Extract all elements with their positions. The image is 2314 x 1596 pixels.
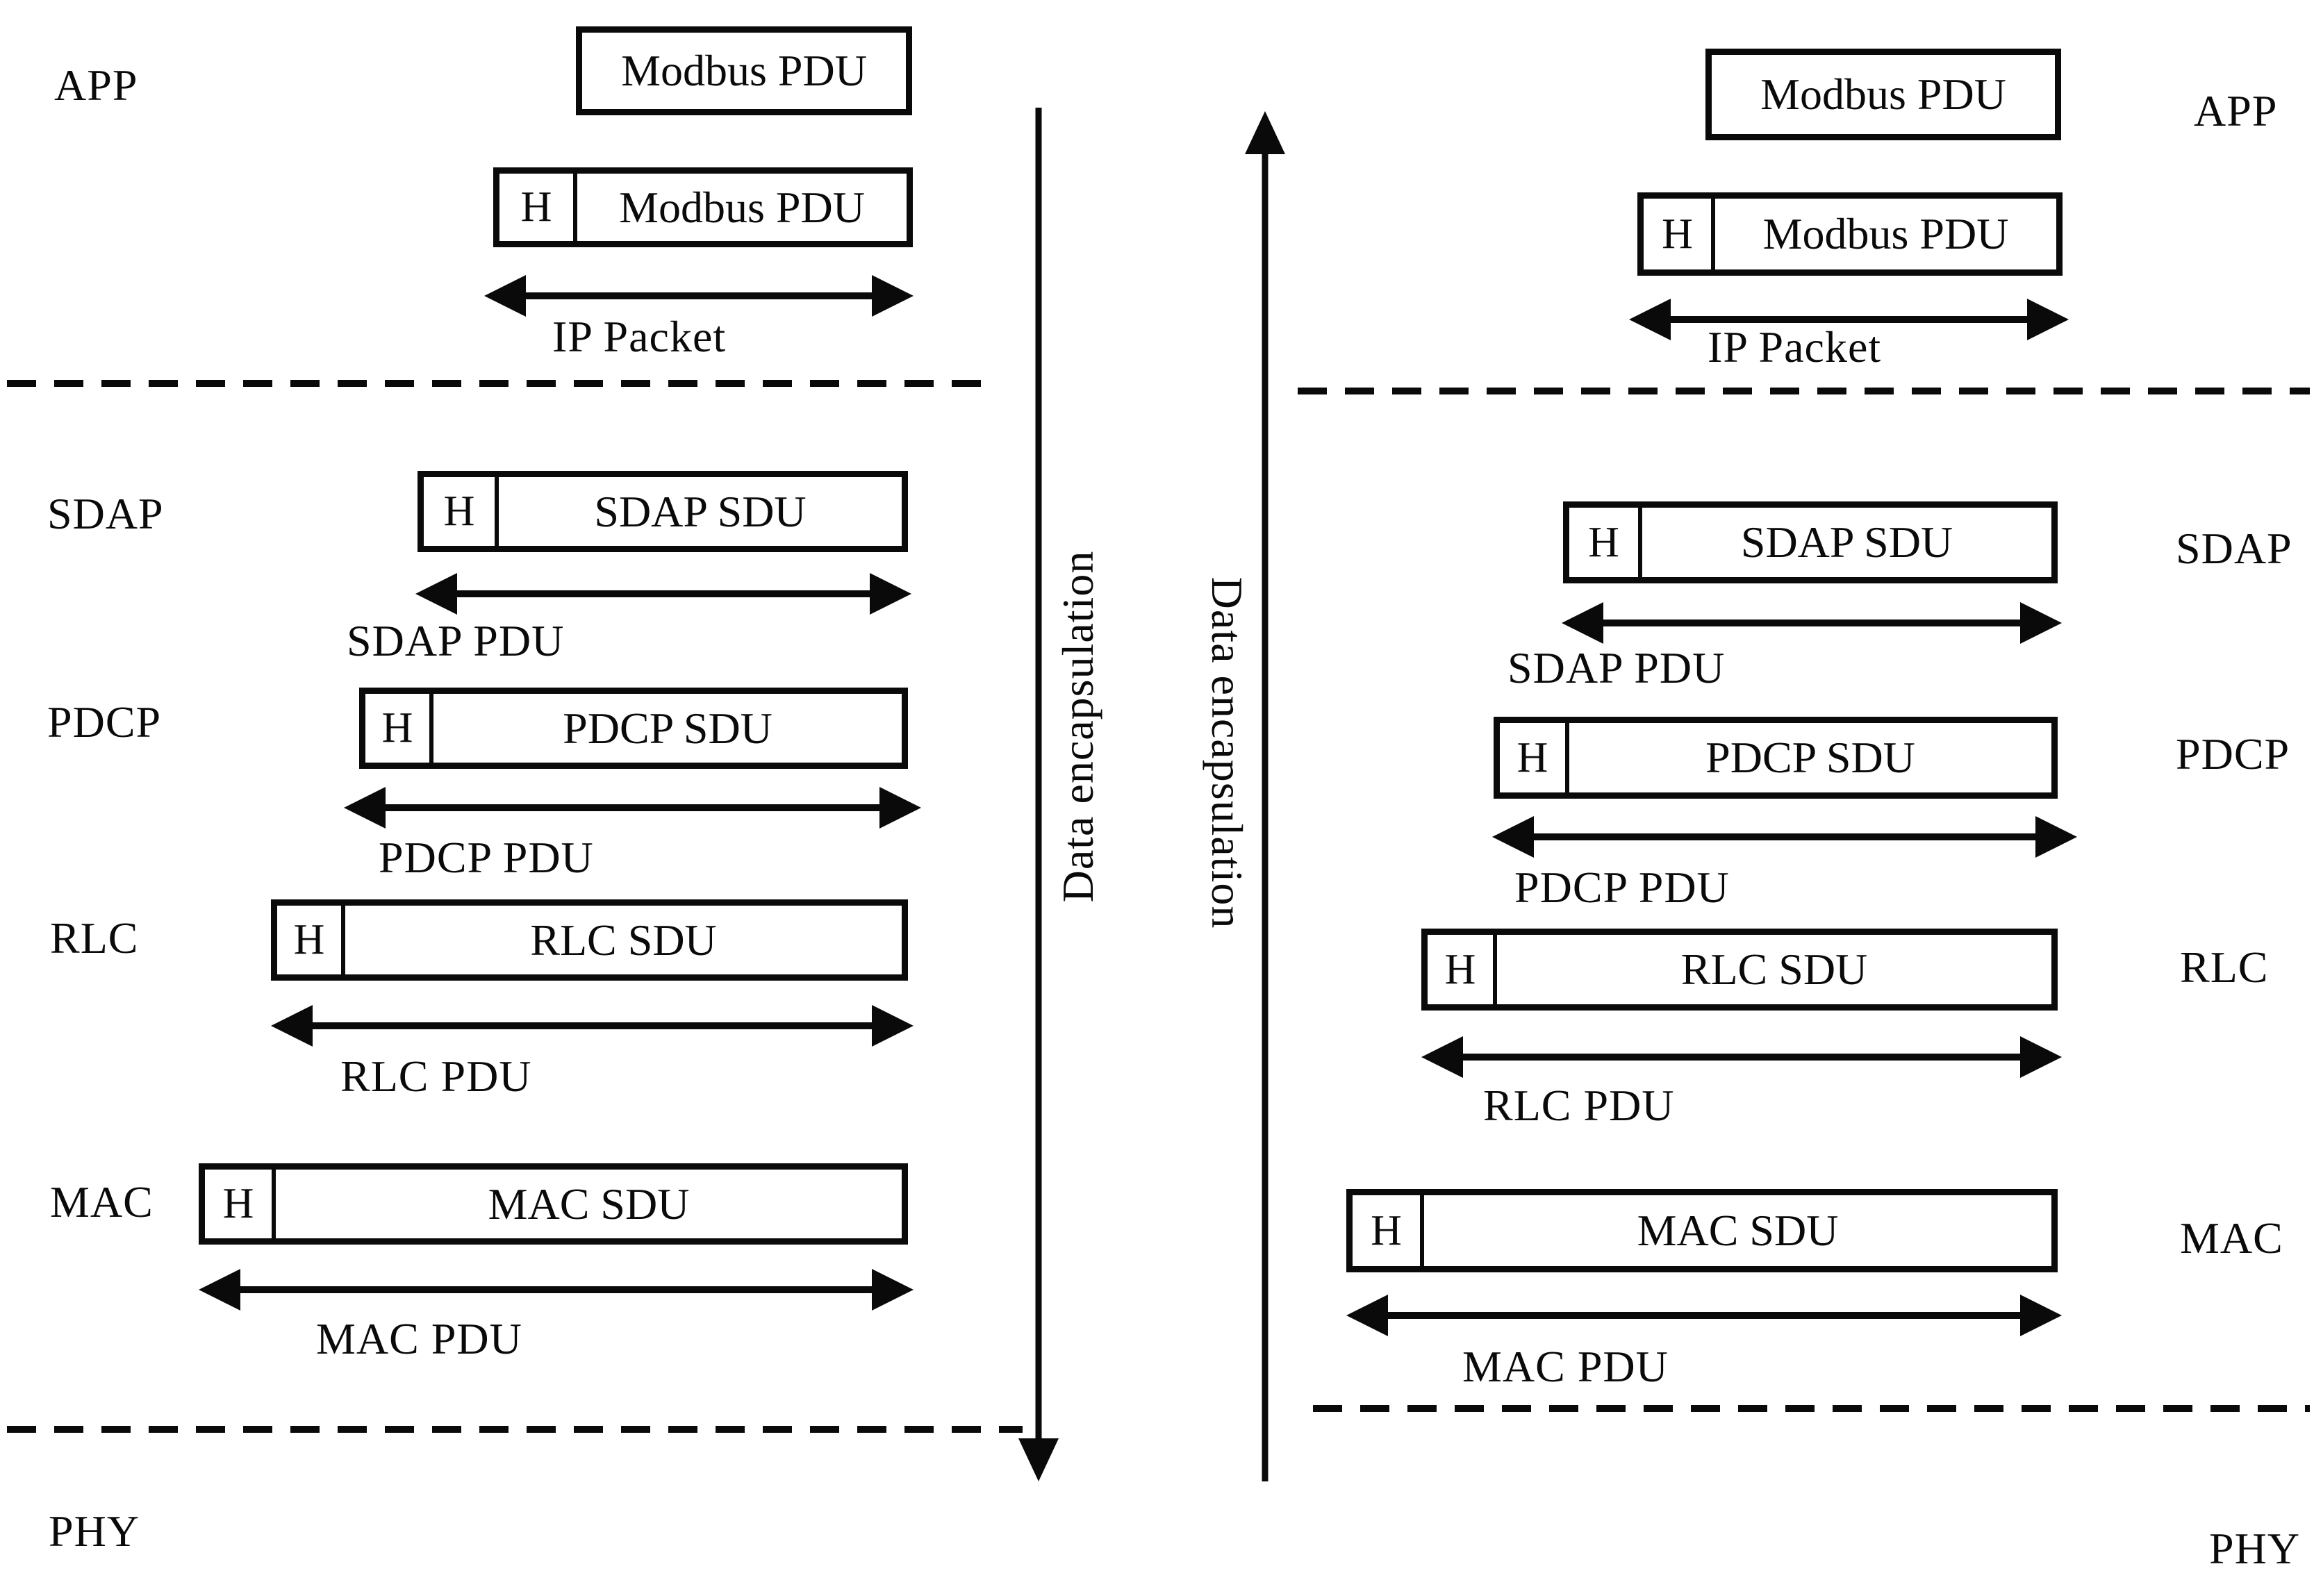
arrow-shaft: [1262, 147, 1268, 1481]
arrow-shaft: [1378, 1312, 2030, 1319]
left-modbus-pdu-box: Modbus PDU: [576, 26, 912, 115]
left-modbus-pdu-label: Modbus PDU: [621, 46, 867, 95]
left-lower-layer-separator: [7, 1426, 1023, 1433]
right-modbus-pdu-box: Modbus PDU: [1705, 49, 2061, 140]
arrowhead-right-icon: [2035, 816, 2077, 858]
right-sdap-sdu-label: SDAP SDU: [1740, 517, 1953, 567]
left-sdap-pdu-arrow: [415, 573, 911, 615]
right-ip-header-cell: H: [1644, 199, 1715, 269]
right-pdcp-sdu-label: PDCP SDU: [1705, 733, 1915, 782]
right-ip-packet-label: IP Packet: [1708, 322, 1882, 372]
arrow-shaft: [1524, 833, 2045, 840]
arrow-shaft: [231, 1286, 882, 1293]
right-sdap-pdu-arrow: [1562, 602, 2062, 644]
arrowhead-right-icon: [2020, 1036, 2062, 1078]
left-sdap-header-cell: H: [424, 477, 499, 546]
right-ip-packet-arrow: [1629, 299, 2069, 340]
arrow-shaft: [376, 804, 889, 811]
left-pdcp-pdu-label: PDCP PDU: [379, 833, 594, 882]
left-sdap-sdu-label: SDAP SDU: [594, 486, 807, 536]
right-rlc-pdu-arrow: [1421, 1036, 2062, 1078]
arrowhead-up-icon: [1245, 111, 1285, 154]
arrow-shaft: [1661, 316, 2037, 323]
arrow-shaft: [1594, 620, 2030, 626]
right-rlc-sdu-label: RLC SDU: [1680, 945, 1868, 994]
left-layer-label-app: APP: [54, 60, 138, 110]
right-mac-header-cell: H: [1353, 1195, 1424, 1266]
right-pdcp-pdu-arrow: [1492, 816, 2077, 858]
left-rlc-header-cell: H: [277, 906, 345, 974]
arrow-shaft: [516, 292, 882, 299]
right-rlc-pdu-label: RLC PDU: [1483, 1081, 1675, 1130]
right-sdap-pdu-label: SDAP PDU: [1507, 643, 1726, 692]
left-pdcp-box: H PDCP SDU: [359, 688, 908, 769]
left-mac-box: H MAC SDU: [199, 1163, 908, 1245]
arrowhead-down-icon: [1018, 1438, 1059, 1481]
arrow-shaft: [303, 1022, 882, 1029]
right-ip-modbus-pdu-label: Modbus PDU: [1762, 209, 2009, 258]
left-ip-header-box: H Modbus PDU: [493, 167, 913, 247]
arrowhead-right-icon: [870, 573, 911, 615]
right-pdcp-pdu-label: PDCP PDU: [1514, 863, 1730, 912]
left-rlc-sdu-label: RLC SDU: [530, 915, 717, 965]
right-sdap-header-cell: H: [1569, 508, 1642, 577]
left-ip-packet-arrow: [484, 275, 914, 317]
arrowhead-right-icon: [2027, 299, 2069, 340]
left-mac-sdu-label: MAC SDU: [488, 1179, 690, 1229]
left-mac-header-cell: H: [205, 1170, 276, 1238]
data-encapsulation-label-left: Data encapsulation: [1053, 550, 1102, 903]
arrowhead-right-icon: [872, 275, 914, 317]
arrowhead-right-icon: [2020, 602, 2062, 644]
right-mac-pdu-arrow: [1346, 1295, 2062, 1336]
left-sdap-pdu-label: SDAP PDU: [347, 616, 565, 665]
right-layer-label-phy: PHY: [2209, 1524, 2301, 1573]
right-mac-sdu-label: MAC SDU: [1637, 1206, 1839, 1255]
left-mac-pdu-label: MAC PDU: [316, 1314, 522, 1363]
right-modbus-pdu-label: Modbus PDU: [1760, 69, 2006, 119]
arrow-shaft: [1453, 1054, 2030, 1061]
right-sdap-box: H SDAP SDU: [1563, 501, 2058, 583]
left-rlc-pdu-arrow: [271, 1005, 914, 1047]
right-pdcp-box: H PDCP SDU: [1494, 717, 2058, 799]
right-lower-layer-separator: [1313, 1405, 2310, 1412]
right-layer-label-mac: MAC: [2180, 1213, 2283, 1263]
left-pdcp-pdu-arrow: [344, 787, 921, 829]
right-layer-label-app: APP: [2194, 86, 2278, 135]
left-ip-modbus-pdu-label: Modbus PDU: [619, 182, 865, 232]
left-rlc-box: H RLC SDU: [271, 899, 908, 981]
right-pdcp-header-cell: H: [1500, 723, 1569, 792]
data-encapsulation-label-right: Data encapsulation: [1203, 576, 1252, 929]
right-layer-label-sdap: SDAP: [2176, 524, 2292, 573]
left-ip-packet-label: IP Packet: [552, 312, 727, 361]
right-rlc-box: H RLC SDU: [1421, 929, 2058, 1011]
arrow-shaft: [447, 590, 879, 597]
left-layer-label-rlc: RLC: [50, 913, 139, 963]
left-layer-label-phy: PHY: [49, 1506, 140, 1556]
left-layer-label-pdcp: PDCP: [47, 697, 162, 747]
left-layer-label-mac: MAC: [50, 1177, 154, 1227]
right-ip-header-box: H Modbus PDU: [1637, 192, 2063, 276]
right-layer-label-rlc: RLC: [2180, 942, 2269, 992]
left-sdap-box: H SDAP SDU: [418, 471, 908, 552]
right-upper-layer-separator: [1298, 388, 2310, 394]
left-layer-label-sdap: SDAP: [47, 489, 164, 538]
right-layer-label-pdcp: PDCP: [2176, 729, 2290, 779]
left-pdcp-header-cell: H: [365, 694, 433, 763]
data-encapsulation-down-arrow: [1018, 108, 1059, 1481]
right-mac-pdu-label: MAC PDU: [1462, 1342, 1669, 1391]
arrowhead-right-icon: [872, 1005, 914, 1047]
arrowhead-right-icon: [2020, 1295, 2062, 1336]
arrowhead-right-icon: [872, 1269, 914, 1311]
right-rlc-header-cell: H: [1428, 935, 1497, 1004]
left-pdcp-sdu-label: PDCP SDU: [563, 703, 772, 753]
data-encapsulation-up-arrow: [1244, 111, 1286, 1481]
left-upper-layer-separator: [7, 380, 983, 387]
left-ip-header-cell: H: [499, 174, 577, 241]
arrow-shaft: [1035, 108, 1042, 1445]
right-mac-box: H MAC SDU: [1346, 1189, 2058, 1272]
left-mac-pdu-arrow: [199, 1269, 914, 1311]
arrowhead-right-icon: [879, 787, 921, 829]
left-rlc-pdu-label: RLC PDU: [340, 1051, 532, 1101]
